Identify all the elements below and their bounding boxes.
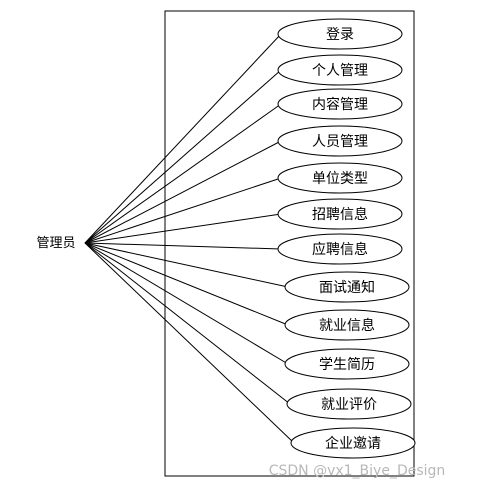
use-case-label: 应聘信息 <box>312 241 368 258</box>
association-line <box>84 33 282 244</box>
use-case: 面试通知 <box>284 271 410 303</box>
use-case-ellipse <box>277 54 403 86</box>
association-line <box>84 242 289 365</box>
use-case-label: 个人管理 <box>312 63 368 79</box>
association-line <box>84 177 282 244</box>
use-case-ellipse <box>284 348 410 380</box>
use-case: 就业信息 <box>284 309 410 341</box>
use-case-ellipse <box>277 233 403 265</box>
use-case-ellipse <box>284 309 410 341</box>
use-case-ellipse <box>277 162 403 194</box>
use-case-ellipse <box>277 125 403 157</box>
association-line <box>84 103 282 244</box>
use-case: 招聘信息 <box>277 198 403 230</box>
use-case-label: 就业评价 <box>321 397 377 413</box>
use-case-label: 登录 <box>326 27 354 43</box>
use-case-label: 面试通知 <box>319 279 375 296</box>
use-case-ellipse <box>284 271 410 303</box>
association-line <box>84 242 295 444</box>
association-lines <box>84 33 295 444</box>
use-case: 就业评价 <box>286 388 412 420</box>
use-case-label: 企业邀请 <box>325 435 381 452</box>
use-case-ellipse <box>286 388 412 420</box>
use-case: 企业邀请 <box>290 427 416 459</box>
use-case-group: 登录个人管理内容管理人员管理单位类型招聘信息应聘信息面试通知就业信息学生简历就业… <box>277 18 416 459</box>
use-case: 人员管理 <box>277 125 403 157</box>
use-case-label: 内容管理 <box>312 96 368 113</box>
association-line <box>84 242 289 326</box>
actor-label: 管理员 <box>36 236 75 251</box>
use-case-ellipse <box>277 18 403 50</box>
use-case-ellipse <box>277 88 403 120</box>
use-case-ellipse <box>277 198 403 230</box>
watermark: CSDN @vx1_Biye_Design <box>269 463 446 479</box>
use-case-label: 招聘信息 <box>312 206 368 223</box>
association-line <box>84 242 282 250</box>
use-case-label: 单位类型 <box>312 171 368 187</box>
use-case-label: 就业信息 <box>319 317 375 334</box>
use-case: 单位类型 <box>277 162 403 194</box>
association-line <box>84 213 282 244</box>
use-case: 内容管理 <box>277 88 403 120</box>
use-case-ellipse <box>290 427 416 459</box>
use-case-label: 人员管理 <box>312 134 368 150</box>
use-case: 应聘信息 <box>277 233 403 265</box>
association-line <box>84 242 289 288</box>
use-case-label: 学生简历 <box>319 356 375 373</box>
association-line <box>84 140 282 244</box>
use-case: 登录 <box>277 18 403 50</box>
association-line <box>84 242 291 405</box>
use-case: 学生简历 <box>284 348 410 380</box>
system-boundary <box>164 10 415 477</box>
use-case: 个人管理 <box>277 54 403 86</box>
association-line <box>84 69 282 244</box>
